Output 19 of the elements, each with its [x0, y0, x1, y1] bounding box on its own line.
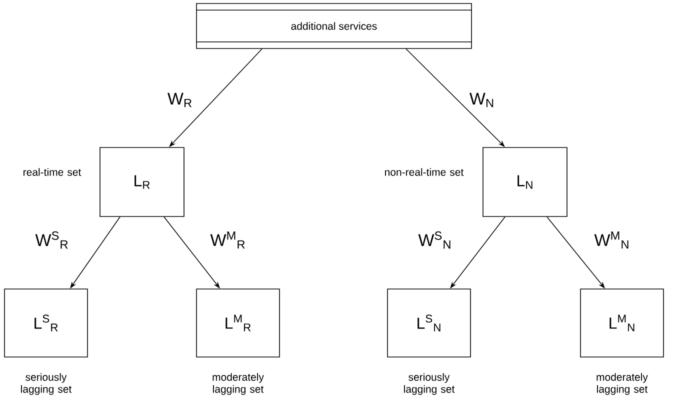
box-caption: real-time set — [24, 168, 82, 176]
box-caption: moderately lagging set — [596, 373, 648, 395]
set-box: L$_{R}$ — [100, 147, 184, 217]
edge-label: W$^{S}$N — [417, 230, 453, 250]
service-box: additional services — [196, 3, 472, 49]
edge-label: W$_{R}$ — [166, 92, 194, 108]
set-box: L$^{M}$N — [580, 288, 664, 358]
box-caption: seriously lagging set — [404, 373, 455, 395]
set-box: L$^{S}$N — [387, 288, 471, 358]
box-caption: seriously lagging set — [21, 373, 72, 395]
edge-label: W$_{N}$ — [468, 92, 496, 108]
set-box: L$_{N}$ — [482, 147, 568, 217]
box-caption: moderately lagging set — [212, 373, 264, 395]
edge-label: W$^{M}$N — [593, 230, 631, 250]
edge-label: W$^{S}$R — [34, 230, 70, 250]
box-caption: non-real-time set — [385, 168, 464, 176]
edge-label: W$^{M}$R — [209, 230, 247, 250]
set-box: L$^{M}$R — [196, 288, 280, 358]
set-box: L$^{S}$R — [4, 288, 88, 358]
